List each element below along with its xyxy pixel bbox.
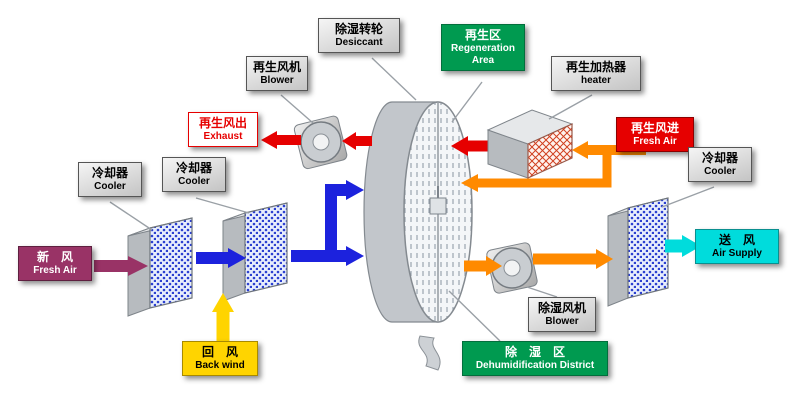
label-cooler-3: 冷却器 Cooler [688,147,752,182]
arrow-cooler2-to-wheel-upper [325,180,364,256]
dehumid-blower-fan [486,242,538,294]
label-dehumid-blower: 除湿风机 Blower [528,297,596,332]
wheel-segment-piece [418,335,441,371]
cooler-unit-3 [607,197,669,307]
label-exhaust: 再生风出 Exhaust [188,112,258,147]
arrow-wheel-to-regen-blower [342,132,372,150]
label-regen-heater: 再生加热器 heater [551,56,641,91]
label-back-wind: 回 风 Back wind [182,341,258,376]
arrow-regen-fresh-to-wheel-lower [461,152,612,192]
label-cooler-2: 冷却器 Cooler [162,157,226,192]
label-desiccant: 除湿转轮 Desiccant [318,18,400,53]
label-cooler-1: 冷却器 Cooler [78,162,142,197]
label-regen-blower: 再生风机 Blower [246,56,308,91]
regen-blower-fan [293,115,348,170]
label-air-supply: 送 风 Air Supply [695,229,779,264]
arrow-regen-blower-to-exhaust [261,131,301,149]
label-regen-fresh-air: 再生风进 Fresh Air [616,117,694,152]
heater-unit [486,109,574,179]
label-dehumidification-district: 除 湿 区 Dehumidification District [462,341,608,376]
label-regeneration-area: 再生区 Regeneration Area [441,24,525,71]
arrow-back-wind [212,293,234,343]
arrow-wheel-to-dehumid-blower [464,256,502,276]
desiccant-wheel [363,101,473,371]
arrow-blower-to-cooler3 [533,249,613,269]
arrow-air-supply-out [665,235,701,257]
label-leader-lines [109,57,715,342]
arrow-cooler1-to-cooler2 [196,248,246,268]
label-fresh-air: 新 风 Fresh Air [18,246,92,281]
cooler-unit-1 [127,217,193,317]
arrow-fresh-air-in [94,256,148,276]
